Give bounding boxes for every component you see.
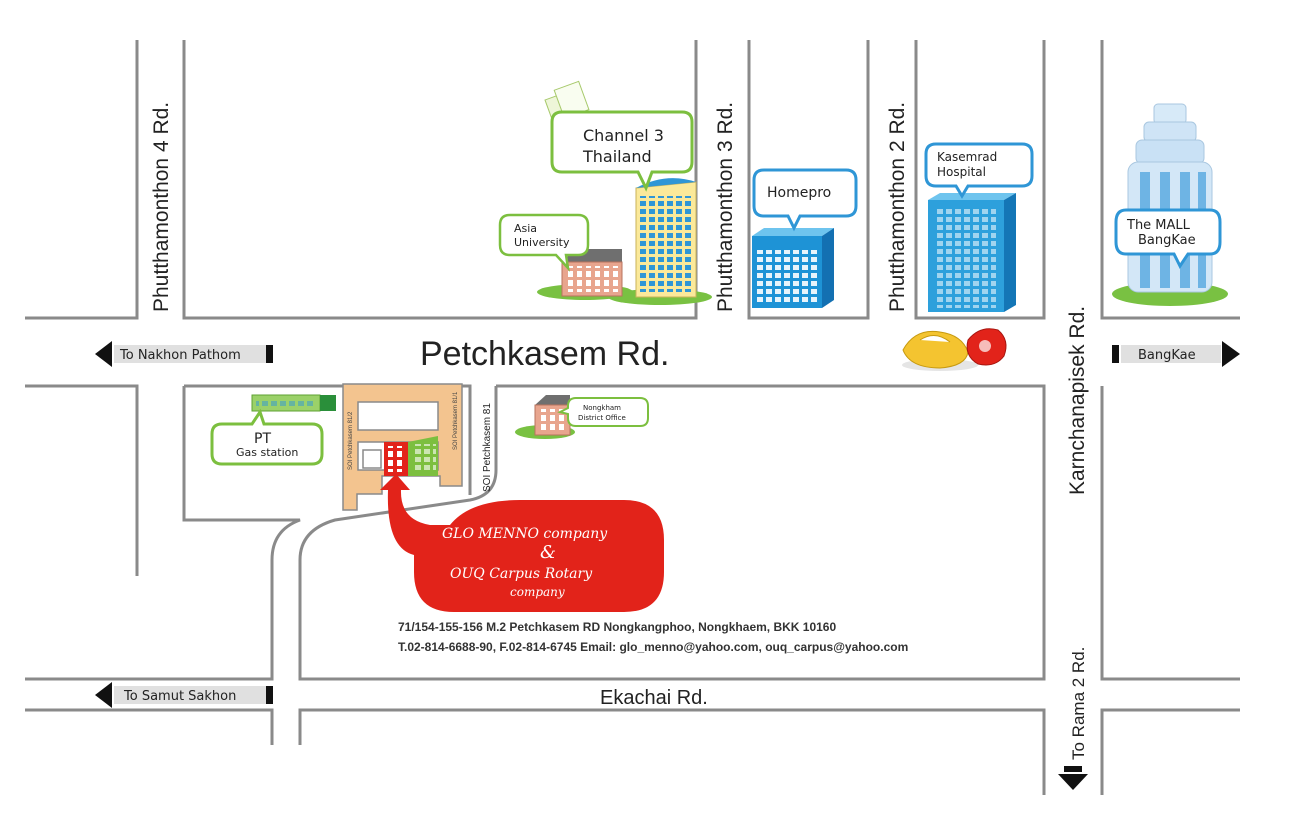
road-label-ekachai: Ekachai Rd.	[600, 687, 708, 709]
arrow-right-icon	[1222, 341, 1240, 367]
callout-pt-gas: PT Gas station	[210, 408, 324, 466]
block-far-left-bottom	[25, 384, 139, 576]
mall-label-line2: BangKae	[1138, 233, 1196, 248]
road-label-phutthamonthon2: Phutthamonthon 2 Rd.	[886, 102, 909, 312]
channel3-label-line1: Channel 3	[583, 126, 664, 145]
sign-nakhon-pathom: To Nakhon Pathom	[95, 341, 273, 367]
sign-rama2-arrow	[1058, 766, 1088, 790]
pt-label-line1: PT	[254, 431, 271, 447]
callout-asia-university: Asia University	[498, 213, 590, 272]
asia-label-line1: Asia	[514, 222, 537, 235]
road-blocks	[25, 40, 1240, 795]
company-name-line1: GLO MENNO company	[442, 526, 608, 542]
channel3-building-icon	[544, 80, 712, 305]
mall-label-line1: The MALL	[1126, 218, 1191, 233]
pt-label-line2: Gas station	[236, 446, 298, 459]
the-mall-building-icon	[1112, 103, 1228, 306]
sign-bangkae: BangKae	[1112, 341, 1240, 367]
sign-label-bangkae: BangKae	[1138, 348, 1196, 363]
callout-homepro: Homepro	[752, 168, 858, 232]
pt-gas-station-icon	[251, 394, 336, 412]
callout-the-mall: The MALL BangKae	[1114, 208, 1222, 269]
sign-label-samut-sakhon: To Samut Sakhon	[123, 689, 236, 704]
company-name-line3: OUQ Carpus Rotary	[450, 566, 593, 582]
block-pt	[182, 384, 472, 495]
sign-samut-sakhon: To Samut Sakhon	[95, 682, 273, 708]
company-buildings-icon	[384, 436, 438, 476]
block-kasemrad	[914, 40, 1046, 320]
cars-icon	[902, 328, 1007, 371]
arrow-left-icon	[95, 682, 112, 708]
block-center-top	[182, 40, 698, 320]
road-label-rama2: To Rama 2 Rd.	[1069, 647, 1088, 760]
sign-label-nakhon-pathom: To Nakhon Pathom	[119, 348, 241, 363]
company-name-line2: &	[540, 542, 556, 563]
nongkham-label-line2: District Office	[578, 414, 626, 422]
kasemrad-label-line2: Hospital	[937, 165, 986, 179]
arrow-down-icon	[1058, 774, 1088, 790]
address-line2: T.02-814-6688-90, F.02-814-6745 Email: g…	[398, 640, 908, 654]
block-bottom-right	[1100, 708, 1240, 795]
kasemrad-hospital-building-icon	[928, 193, 1016, 312]
road-label-karnchanapisek: Karnchanapisek Rd.	[1066, 306, 1089, 495]
block-bottom-left	[25, 708, 274, 745]
nongkham-office-building-icon	[515, 395, 575, 439]
road-label-soi81-2: SOI Petchkasem 81/2	[348, 411, 354, 470]
kasemrad-label-line1: Kasemrad	[937, 150, 997, 164]
road-label-soi81-1: SOI Petchkasem 81/1	[453, 391, 459, 450]
road-label-soi81: SOI Petchkasem 81	[482, 403, 493, 492]
block-homepro	[747, 40, 870, 320]
channel3-label-line2: Thailand	[582, 147, 652, 166]
homepro-label: Homepro	[767, 185, 831, 201]
block-far-left-top	[25, 40, 139, 320]
nongkham-label-line1: Nongkham	[583, 404, 621, 412]
asia-label-line2: University	[514, 236, 570, 249]
block-curve-left	[25, 495, 301, 681]
callout-kasemrad: Kasemrad Hospital	[924, 142, 1034, 199]
road-label-phutthamonthon4: Phutthamonthon 4 Rd.	[150, 102, 173, 312]
road-label-petchkasem: Petchkasem Rd.	[420, 335, 669, 373]
block-right-bottom	[1100, 386, 1240, 681]
arrow-left-icon	[95, 341, 112, 367]
company-name-line4: company	[510, 585, 565, 599]
block-bottom-center	[298, 708, 1046, 795]
address-line1: 71/154-155-156 M.2 Petchkasem RD Nongkan…	[398, 620, 836, 634]
callout-channel3: Channel 3 Thailand	[550, 110, 694, 192]
block-mall	[1100, 40, 1240, 320]
road-label-phutthamonthon3: Phutthamonthon 3 Rd.	[714, 102, 737, 312]
block-main-bottom	[298, 384, 1046, 681]
asia-university-building-icon	[537, 249, 633, 300]
homepro-building-icon	[752, 228, 834, 308]
company-callout: GLO MENNO company & OUQ Carpus Rotary co…	[380, 474, 664, 612]
callout-nongkham: Nongkham District Office	[557, 397, 649, 427]
